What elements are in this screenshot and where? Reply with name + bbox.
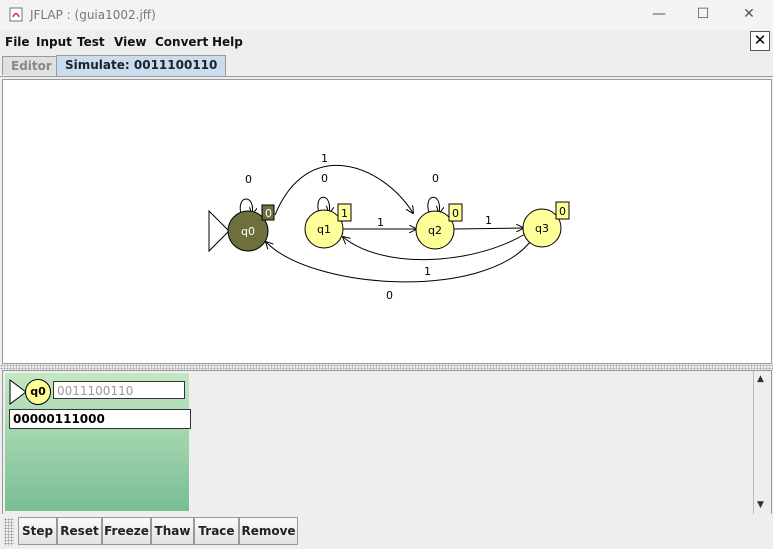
- initial-state-marker: [9, 379, 27, 405]
- state-label: q2: [428, 224, 442, 237]
- transition-q3-q1: [343, 233, 526, 261]
- state-q0[interactable]: q0 0: [227, 204, 275, 252]
- transition-label: 0: [321, 172, 328, 185]
- tab-editor[interactable]: Editor: [2, 56, 61, 75]
- state-output: 0: [265, 207, 272, 220]
- remove-button[interactable]: Remove: [239, 517, 298, 545]
- state-output: 0: [559, 205, 566, 218]
- menu-file[interactable]: File: [5, 35, 30, 49]
- transition-q1-q1: [317, 196, 330, 213]
- scroll-down-icon[interactable]: ▼: [757, 500, 764, 510]
- transition-q2-q3: [453, 228, 523, 229]
- state-label: q1: [317, 223, 331, 236]
- menu-help[interactable]: Help: [212, 35, 243, 49]
- transition-label: 1: [321, 152, 328, 165]
- menu-view[interactable]: View: [114, 35, 147, 49]
- state-q3[interactable]: q3 0: [522, 201, 570, 248]
- transition-label: 1: [377, 216, 384, 229]
- maximize-button[interactable]: ☐: [696, 6, 710, 22]
- menu-input[interactable]: Input: [36, 35, 72, 49]
- config-output: 00000111000: [9, 409, 191, 429]
- transition-label: 0: [432, 172, 439, 185]
- transition-q2-q2: [427, 196, 440, 213]
- configuration-panel: q0 0011100110 00000111000 ▲ ▼: [2, 370, 772, 515]
- transition-label: 1: [424, 265, 431, 278]
- transition-q0-q0: [239, 198, 252, 214]
- thaw-button[interactable]: Thaw: [151, 517, 194, 545]
- transition-q3-q0: [266, 242, 531, 283]
- state-output: 0: [452, 207, 459, 220]
- minimize-button[interactable]: —: [652, 6, 666, 22]
- config-remaining-input: 0011100110: [53, 381, 185, 399]
- menu-bar: File Input Test View Convert Help: [0, 30, 773, 53]
- automaton-canvas[interactable]: 0 1 0 1 0 1 1 0 q0 0 q1 1: [2, 79, 772, 364]
- close-window-button[interactable]: ✕: [743, 6, 755, 22]
- transition-label: 0: [386, 289, 393, 302]
- transition-label: 1: [485, 214, 492, 227]
- freeze-button[interactable]: Freeze: [102, 517, 151, 545]
- scroll-up-icon[interactable]: ▲: [757, 374, 764, 384]
- initial-state-marker: [208, 209, 230, 253]
- reset-button[interactable]: Reset: [57, 517, 102, 545]
- menu-test[interactable]: Test: [77, 35, 105, 49]
- menu-convert[interactable]: Convert: [155, 35, 209, 49]
- split-pane-divider[interactable]: [0, 364, 773, 370]
- trace-button[interactable]: Trace: [194, 517, 239, 545]
- tab-strip: Editor Simulate: 0011100110: [0, 54, 773, 77]
- state-label: q0: [241, 225, 255, 238]
- automaton-diagram: 0 1 0 1 0 1 1 0 q0 0 q1 1: [208, 152, 570, 302]
- window-title: JFLAP : (guia1002.jff): [30, 8, 156, 22]
- title-bar: JFLAP : (guia1002.jff) — ☐ ✕: [0, 0, 773, 30]
- state-q2[interactable]: q2 0: [415, 203, 463, 250]
- jflap-app-icon: [9, 7, 23, 22]
- vertical-scrollbar[interactable]: ▲ ▼: [753, 371, 771, 514]
- toolbar-grip[interactable]: [4, 518, 14, 546]
- configuration-card[interactable]: q0 0011100110 00000111000: [5, 373, 191, 511]
- simulation-toolbar: Step Reset Freeze Thaw Trace Remove: [0, 514, 773, 549]
- state-q1[interactable]: q1 1: [304, 203, 352, 249]
- state-label: q3: [535, 222, 549, 235]
- transition-label: 0: [245, 173, 252, 186]
- step-button[interactable]: Step: [18, 517, 57, 545]
- state-output: 1: [341, 207, 348, 220]
- close-document-button[interactable]: ✕: [750, 31, 770, 51]
- config-state: q0: [25, 379, 51, 405]
- tab-simulate[interactable]: Simulate: 0011100110: [56, 55, 227, 76]
- transition-q0-q2: [274, 165, 413, 216]
